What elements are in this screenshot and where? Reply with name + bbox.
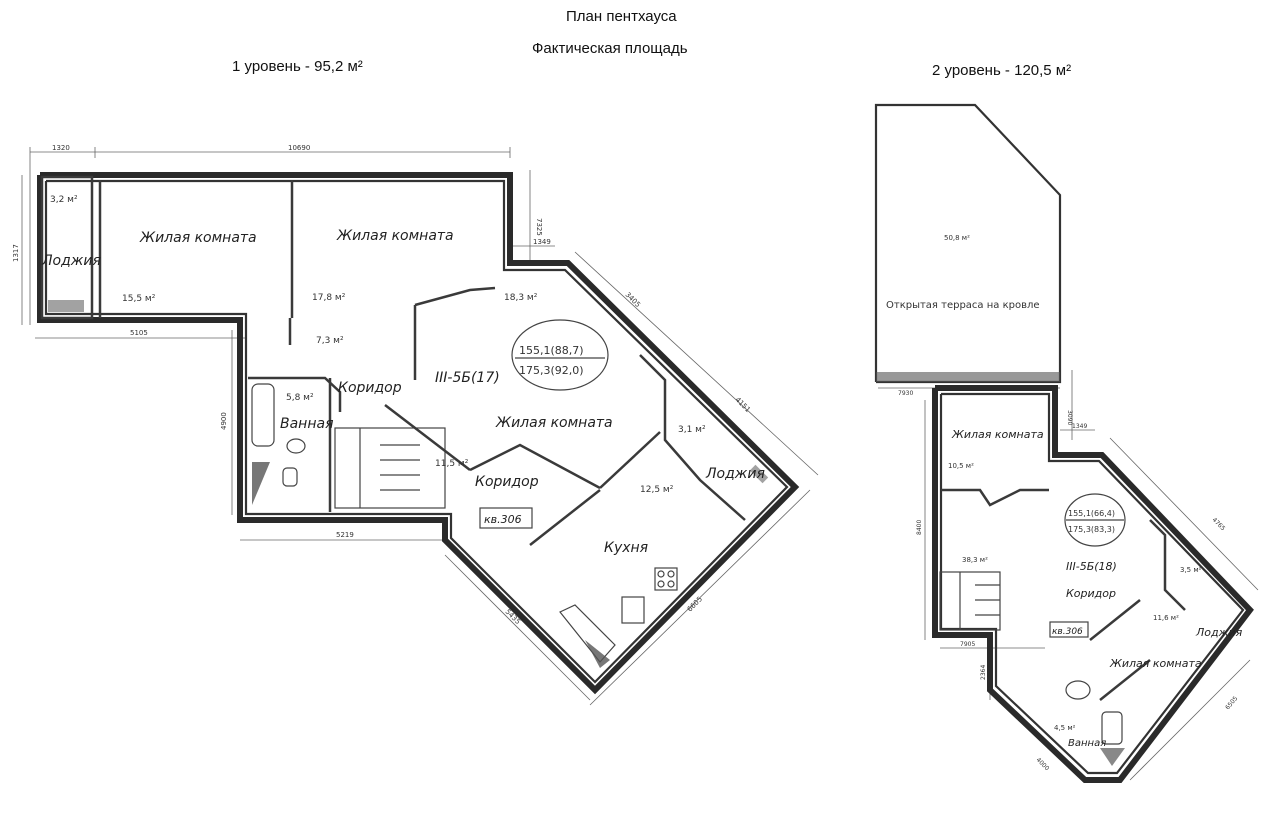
level2-corridor-label: Коридор	[1066, 587, 1116, 600]
level1-apt-no: кв.306	[484, 513, 522, 526]
loggia-left-area: 3,2 м²	[50, 195, 78, 205]
dim-1320: 1320	[52, 144, 70, 152]
stair-area: 11,5 м²	[435, 459, 469, 469]
loggia-left-label: Лоджия	[41, 253, 101, 269]
dim2-7905: 7905	[960, 641, 975, 648]
level2-area-bottom: 175,3(83,3)	[1068, 525, 1115, 534]
dim-1317: 1317	[12, 244, 20, 262]
level2-area-top: 155,1(66,4)	[1068, 509, 1115, 518]
dim2-3090: 3090	[1066, 410, 1073, 425]
corridor1-label: Коридор	[338, 380, 402, 396]
dim2-1349: 1349	[1072, 423, 1087, 430]
loggia-left-box	[40, 175, 94, 320]
level2-apt-label-box	[1049, 621, 1089, 638]
dim2-2364: 2364	[980, 665, 987, 680]
living3-area: 18,3 м²	[504, 293, 538, 303]
corridor2-label: Коридор	[475, 474, 539, 490]
plan-title: План пентхауса	[566, 8, 677, 25]
level2-loggia-label: Лоджия	[1195, 626, 1243, 639]
level1-inner-outline	[44, 179, 789, 684]
level1-area-stamp	[511, 319, 609, 391]
level1-section-code: III-5Б(17)	[435, 370, 500, 386]
level2-living2-area: 11,6 м²	[1153, 614, 1179, 622]
terrace-area: 50,8 м²	[944, 234, 970, 242]
bath-label: Ванная	[280, 416, 334, 432]
toilet-icon	[282, 467, 298, 487]
kitchen-area: 12,5 м²	[640, 485, 674, 495]
dim2-7930: 7930	[898, 390, 913, 397]
dim-5219: 5219	[336, 531, 354, 539]
stove-icon	[654, 567, 678, 591]
level2-living2-label: Жилая комната	[1109, 657, 1202, 670]
bathtub-icon	[251, 383, 275, 447]
bath-area: 5,8 м²	[286, 393, 314, 403]
level1-apt-label-box	[479, 507, 533, 529]
living1-label: Жилая комната	[139, 230, 257, 246]
dim2-4765: 4765	[1211, 516, 1227, 532]
level2-area-stamp	[1064, 493, 1126, 547]
level2-bathtub-icon	[1101, 711, 1123, 745]
dim2-8400: 8400	[916, 520, 923, 535]
dim-7325: 7325	[535, 218, 543, 236]
living3-label: Жилая комната	[495, 415, 613, 431]
dim2-6505: 6505	[1224, 695, 1239, 711]
dim-10690: 10690	[288, 144, 310, 152]
terrace-label: Открытая терраса на кровле	[886, 300, 1040, 311]
dim2-4000: 4000	[1035, 756, 1051, 772]
level2-bath-label: Ванная	[1068, 738, 1106, 749]
dim-3405: 3405	[624, 291, 642, 309]
dim-1349: 1349	[533, 238, 551, 246]
living2-area: 17,8 м²	[312, 293, 346, 303]
living1-area: 15,5 м²	[122, 294, 156, 304]
plan-subtitle: Фактическая площадь	[532, 40, 688, 57]
level2-staircase-icon	[939, 571, 1001, 631]
level2-apt-no: кв.306	[1052, 627, 1083, 637]
kitchen-label: Кухня	[604, 540, 648, 556]
level1-dimension-lines	[21, 147, 819, 706]
level1-outer-wall	[37, 172, 800, 695]
level2-heading: 2 уровень - 120,5 м²	[932, 62, 1072, 79]
level2-living1-area: 10,5 м²	[948, 462, 974, 470]
living2-label: Жилая комната	[336, 228, 454, 244]
loggia-right-label: Лоджия	[705, 466, 765, 482]
level2-outer-wall	[932, 385, 1254, 783]
loggia-right-area: 3,1 м²	[678, 425, 706, 435]
level1-area-top: 155,1(88,7)	[519, 344, 584, 357]
level2-dimension-lines	[878, 370, 1259, 781]
level2-plan: 50,8 м² Открытая терраса на кровле Жилая…	[874, 103, 1259, 783]
level2-bath-area: 4,5 м²	[1054, 724, 1076, 732]
dim-5105: 5105	[130, 329, 148, 337]
level2-section-code: III-5Б(18)	[1066, 560, 1117, 573]
level1-plan: 3,2 м² Лоджия Жилая комната 15,5 м² Жила…	[12, 144, 819, 706]
level1-heading: 1 уровень - 95,2 м²	[232, 58, 363, 75]
staircase-icon	[334, 427, 446, 509]
level2-living1-label: Жилая комната	[951, 428, 1044, 441]
dim-4900: 4900	[220, 412, 228, 430]
level1-area-bottom: 175,3(92,0)	[519, 364, 584, 377]
level2-loggia-area: 3,5 м²	[1180, 566, 1202, 574]
sink-icon	[621, 596, 645, 624]
level2-stair-area: 38,3 м²	[962, 556, 988, 564]
level2-washbasin-icon	[1065, 680, 1091, 700]
washbasin-icon	[286, 438, 306, 454]
hall-area: 7,3 м²	[316, 336, 344, 346]
kitchen-counter	[559, 604, 616, 663]
terrace-outline	[874, 103, 1062, 384]
